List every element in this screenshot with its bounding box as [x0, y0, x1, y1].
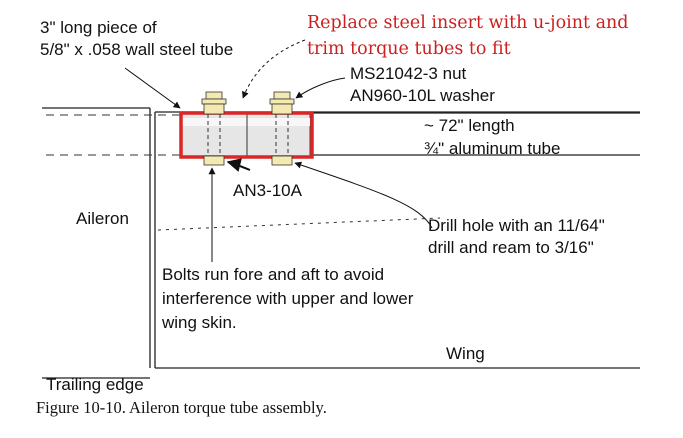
bolts-note-line-2: interference with upper and lower [162, 289, 414, 308]
bolts-note-line-1: Bolts run fore and aft to avoid [162, 265, 385, 284]
length-label: ~ 72" length [424, 116, 515, 135]
annotation-leader [242, 39, 306, 99]
steel-tube-label-line-1: 3" long piece of [40, 18, 157, 37]
wing-label: Wing [446, 344, 485, 363]
aluminum-tube [310, 112, 640, 156]
highlight-box [179, 111, 314, 159]
bolts-note-line-3: wing skin. [162, 313, 237, 332]
aluminum-tube-label: ¾" aluminum tube [424, 139, 561, 158]
tube-dashed-lines [46, 114, 441, 231]
drill-note-line-2: drill and ream to 3/16" [428, 238, 594, 257]
drill-hole-leader [294, 161, 433, 229]
annotation-line-2: trim torque tubes to fit [307, 39, 511, 59]
nut-leader [295, 77, 346, 99]
bolt-right [269, 91, 295, 166]
steel-tube-label-line-2: 5/8" x .058 wall steel tube [40, 40, 234, 59]
bolt-label: AN3-10A [233, 181, 302, 200]
drill-note-line-1: Drill hole with an 11/64" [428, 216, 605, 235]
steel-insert [181, 113, 311, 157]
figure-caption: Figure 10-10. Aileron torque tube assemb… [36, 398, 327, 417]
nut-label: MS21042-3 nut [350, 64, 467, 83]
bolt-label-arrow [226, 158, 251, 172]
annotation-line-1: Replace steel insert with u-joint and [307, 13, 629, 33]
washer-label: AN960-10L washer [350, 86, 495, 105]
torque-tube-centerline [157, 217, 441, 231]
bolt-left [201, 91, 227, 166]
leader-lines [124, 39, 433, 262]
steel-tube-leader [124, 67, 181, 109]
aileron-label: Aileron [76, 209, 129, 228]
trailing-edge-label: Trailing edge [46, 375, 144, 394]
